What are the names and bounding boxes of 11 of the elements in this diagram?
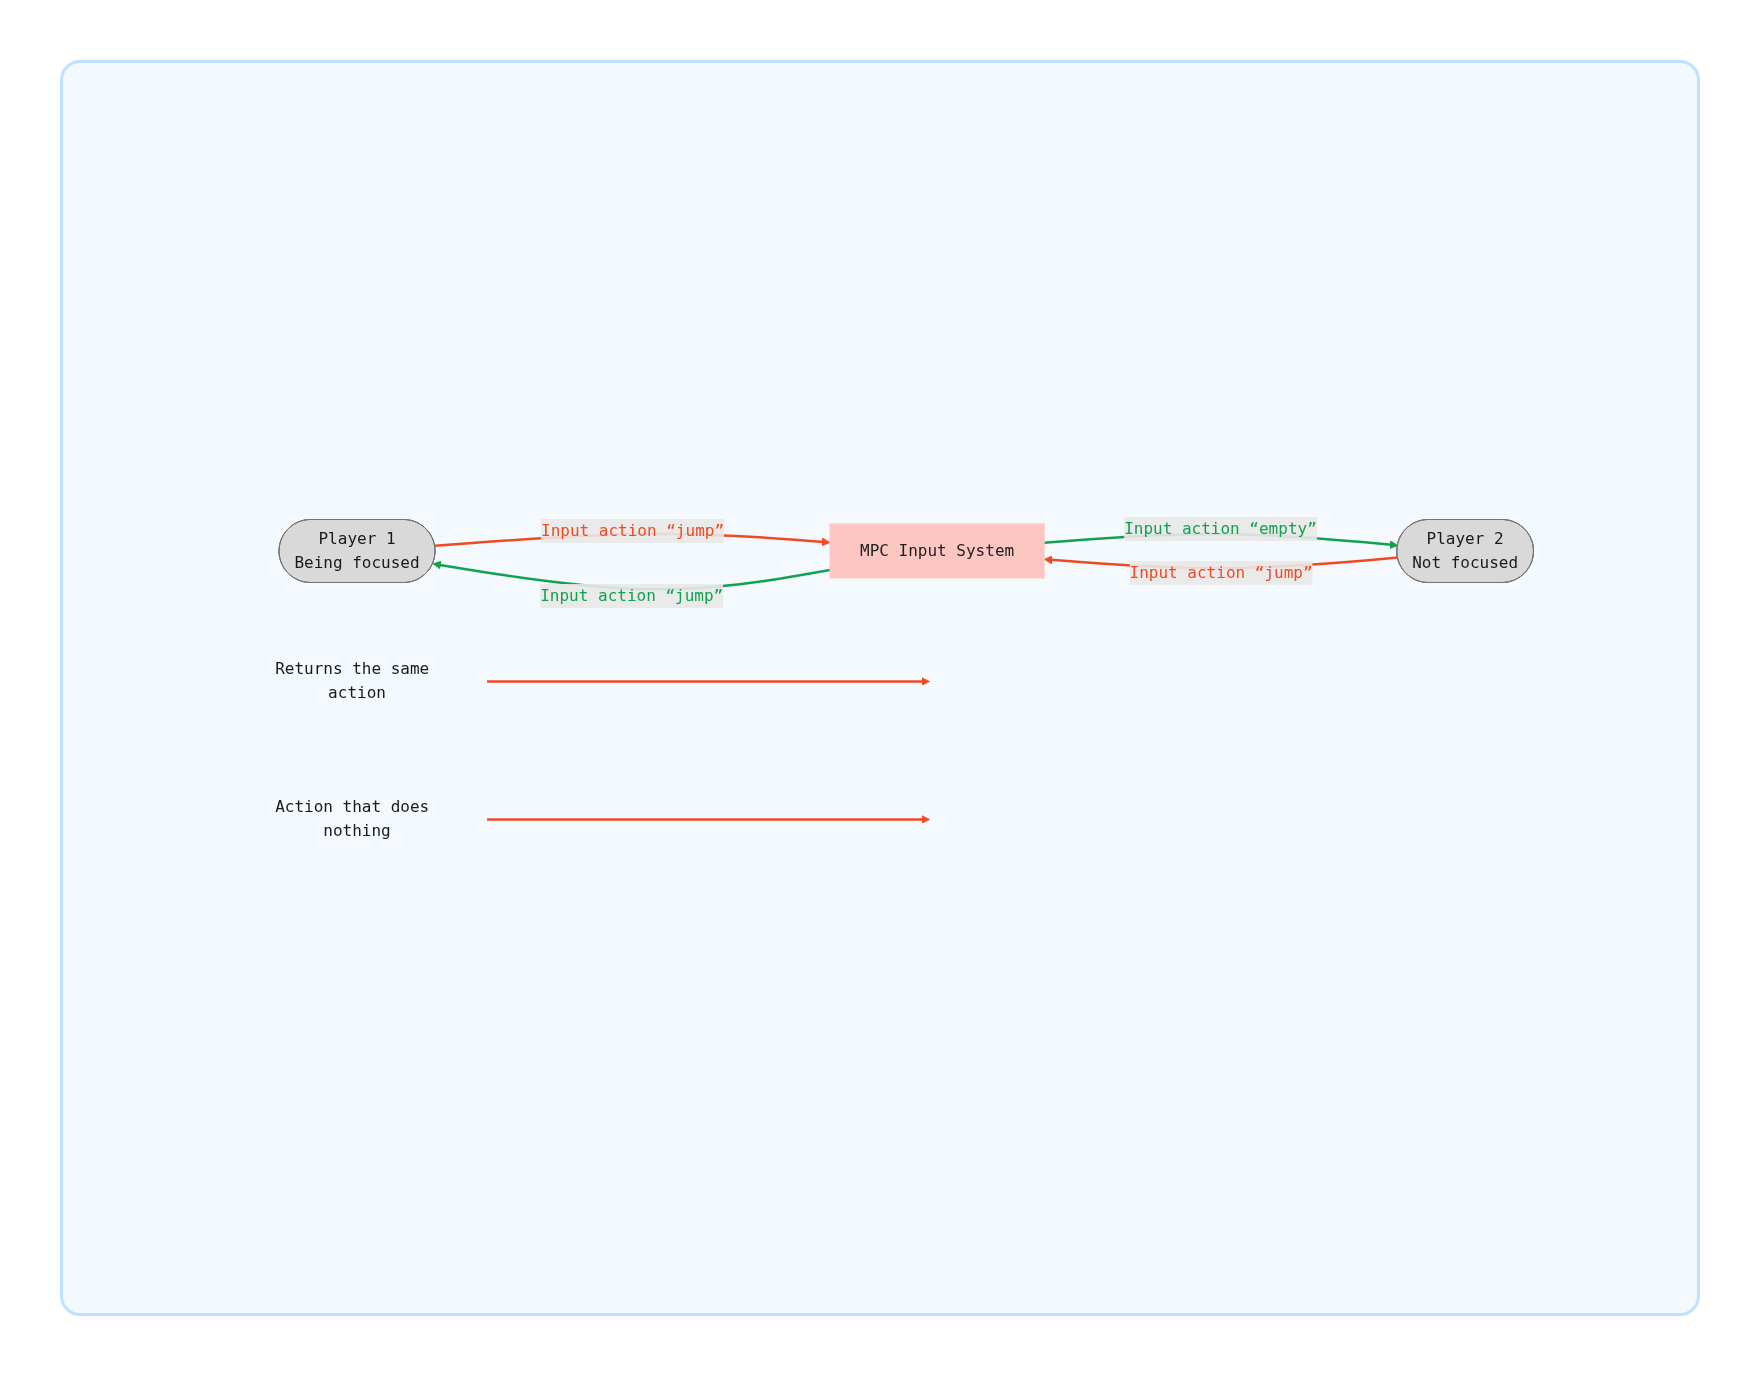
leader-line: [486, 815, 930, 825]
process-box: MPC Input System: [829, 523, 1045, 579]
annotation-text: Returns the same action: [274, 659, 429, 703]
edge-label: Input action “empty”: [1123, 517, 1317, 542]
edge-label: Input action “jump”: [539, 584, 723, 609]
player-node: Player 2 Not focused: [1396, 519, 1534, 584]
annotation-text: Action that does nothing: [274, 797, 429, 841]
edge-label: Input action “jump”: [1129, 561, 1313, 586]
leader-line: [486, 677, 930, 687]
edge-label: Input action “jump”: [540, 519, 724, 544]
player-node: Player 1 Being focused: [278, 519, 436, 584]
